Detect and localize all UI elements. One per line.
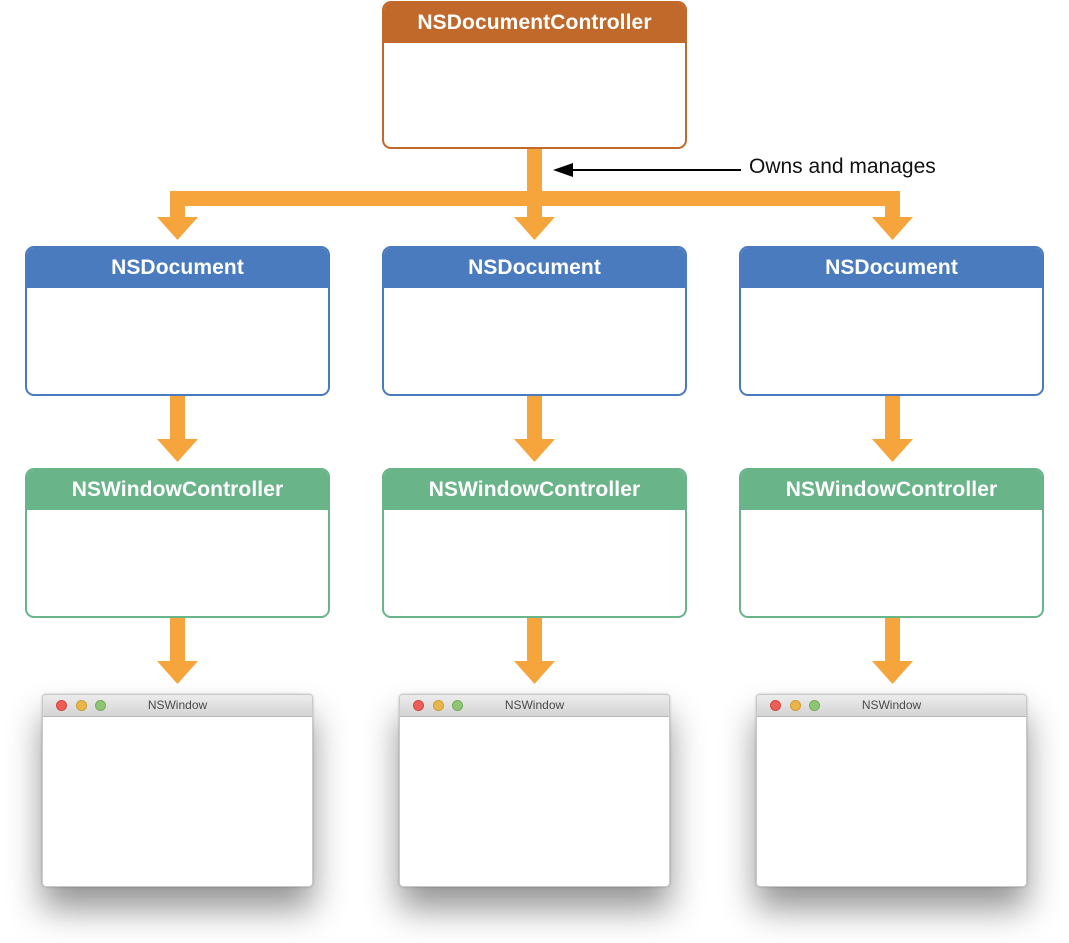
window-controller-box-1: NSWindowController bbox=[25, 468, 330, 618]
document-title-2: NSDocument bbox=[384, 248, 685, 288]
window-zoom-icon-1[interactable] bbox=[95, 700, 106, 711]
window-controller-title-1: NSWindowController bbox=[27, 470, 328, 510]
window-minimize-icon-3[interactable] bbox=[790, 700, 801, 711]
document-drop-1 bbox=[170, 191, 185, 218]
window-titlebar-2: NSWindow bbox=[400, 695, 669, 717]
window-title-2: NSWindow bbox=[504, 698, 565, 712]
wc-arrowhead-2 bbox=[514, 439, 555, 462]
document-arrowhead-3 bbox=[872, 217, 913, 240]
window-controller-title-2: NSWindowController bbox=[384, 470, 685, 510]
owns-and-manages-label: Owns and manages bbox=[749, 155, 936, 178]
window-link-1 bbox=[170, 618, 185, 662]
window-title-3: NSWindow bbox=[861, 698, 922, 712]
window-titlebar-1: NSWindow bbox=[43, 695, 312, 717]
window-3: NSWindow bbox=[756, 694, 1027, 887]
window-2: NSWindow bbox=[399, 694, 670, 887]
window-zoom-icon-3[interactable] bbox=[809, 700, 820, 711]
wc-link-1 bbox=[170, 396, 185, 440]
wc-link-2 bbox=[527, 396, 542, 440]
window-close-icon-3[interactable] bbox=[770, 700, 781, 711]
window-minimize-icon-1[interactable] bbox=[76, 700, 87, 711]
window-1: NSWindow bbox=[42, 694, 313, 887]
wc-link-3 bbox=[885, 396, 900, 440]
window-titlebar-3: NSWindow bbox=[757, 695, 1026, 717]
window-arrowhead-2 bbox=[514, 661, 555, 684]
document-controller-box: NSDocumentController bbox=[382, 1, 687, 149]
window-controller-box-3: NSWindowController bbox=[739, 468, 1044, 618]
window-arrowhead-3 bbox=[872, 661, 913, 684]
document-box-3: NSDocument bbox=[739, 246, 1044, 396]
document-box-2: NSDocument bbox=[382, 246, 687, 396]
document-drop-2 bbox=[527, 191, 542, 218]
window-controller-title-3: NSWindowController bbox=[741, 470, 1042, 510]
annotation-arrow bbox=[553, 163, 741, 177]
window-minimize-icon-2[interactable] bbox=[433, 700, 444, 711]
annotation-arrowhead bbox=[553, 163, 573, 177]
wc-arrowhead-3 bbox=[872, 439, 913, 462]
document-arrowhead-2 bbox=[514, 217, 555, 240]
window-arrowhead-1 bbox=[157, 661, 198, 684]
document-title-3: NSDocument bbox=[741, 248, 1042, 288]
window-zoom-icon-2[interactable] bbox=[452, 700, 463, 711]
document-arrowhead-1 bbox=[157, 217, 198, 240]
window-link-3 bbox=[885, 618, 900, 662]
window-close-icon-1[interactable] bbox=[56, 700, 67, 711]
document-box-1: NSDocument bbox=[25, 246, 330, 396]
document-title-1: NSDocument bbox=[27, 248, 328, 288]
document-drop-3 bbox=[885, 191, 900, 218]
window-close-icon-2[interactable] bbox=[413, 700, 424, 711]
window-title-1: NSWindow bbox=[147, 698, 208, 712]
wc-arrowhead-1 bbox=[157, 439, 198, 462]
window-link-2 bbox=[527, 618, 542, 662]
document-controller-title: NSDocumentController bbox=[384, 3, 685, 43]
ownership-connectors bbox=[157, 148, 913, 684]
window-controller-box-2: NSWindowController bbox=[382, 468, 687, 618]
